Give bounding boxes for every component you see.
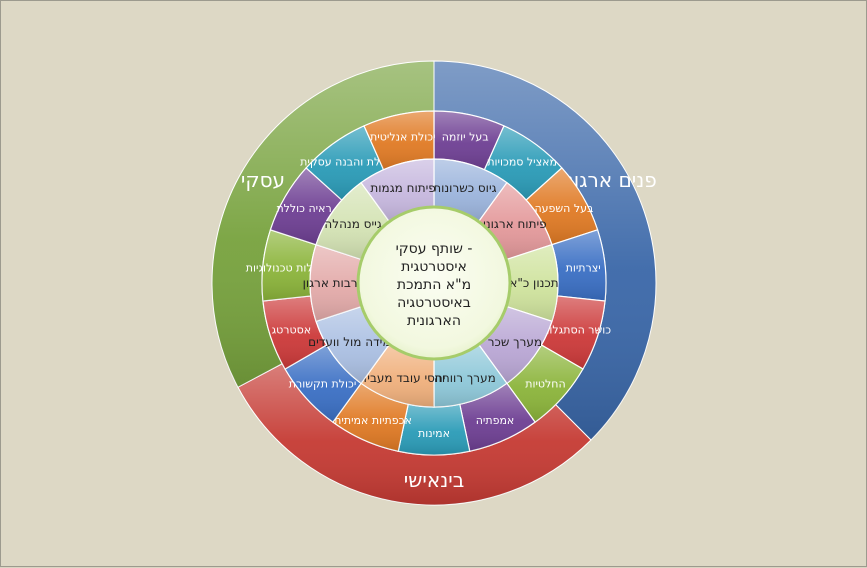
center-line-5: הארגונית bbox=[407, 313, 461, 329]
inner-sector-shine bbox=[506, 244, 559, 322]
inner-sector-shine bbox=[310, 244, 362, 322]
middle-sector-shine bbox=[398, 404, 470, 455]
center-line-4: באיסטרטגיה bbox=[397, 295, 471, 311]
outer-sector-shine bbox=[237, 363, 591, 506]
middle-sector-label: אסטרטג bbox=[272, 323, 312, 336]
center-line-3: מ"א התמכת bbox=[397, 277, 471, 293]
middle-sector-shine bbox=[541, 295, 606, 369]
middle-sector-label: יכולת אנליטית bbox=[370, 130, 436, 143]
middle-sector-shine bbox=[506, 345, 583, 423]
inner-sector-label: יחסי עובד מעביד bbox=[361, 371, 446, 385]
middle-sector-shine bbox=[364, 111, 434, 170]
middle-sector-shine bbox=[332, 383, 409, 452]
inner-sector-label: מערך שכר bbox=[488, 335, 542, 349]
inner-sector-label: פיתוח ארגוני bbox=[483, 217, 547, 231]
middle-sector-label: ראיה כוללת bbox=[276, 202, 331, 215]
middle-sector-label: יכולת והבנה עסקית bbox=[300, 156, 391, 169]
inner-sector-label: פיתוח מגמות bbox=[370, 181, 435, 195]
outer-sector-label: בינאישי bbox=[404, 468, 465, 492]
middle-ring: בעל יוזמה מאציל סמכויות בעל השפעה יצרתיות כו… bbox=[246, 110, 611, 456]
middle-sector-shine bbox=[262, 229, 317, 301]
middle-sector-shine bbox=[459, 383, 536, 452]
inner-sector-shine bbox=[434, 344, 507, 407]
middle-sector-shine bbox=[306, 125, 384, 201]
middle-sector-label: אכפתיות אמיתית bbox=[334, 414, 412, 427]
center-line-2: איסטרטגית bbox=[401, 259, 467, 275]
middle-sector-label: יכולת תקשורת bbox=[289, 377, 357, 390]
middle-sector-shine bbox=[551, 229, 606, 301]
center-circle bbox=[356, 205, 512, 361]
middle-sector-label: כושר הסתגלות bbox=[542, 323, 611, 336]
inner-sector-label: עמידה מול וועדים bbox=[308, 335, 398, 349]
outer-sector-label: עסקי bbox=[241, 168, 285, 192]
middle-sector-label: בעל השפעה bbox=[534, 202, 593, 215]
middle-sector-shine bbox=[285, 345, 362, 423]
outer-sector-shine bbox=[211, 61, 434, 388]
inner-ring: גיוס כשרונות פיתוח ארגוני תכנון כ"א מערך שכ… bbox=[303, 158, 559, 408]
inner-sector-label: תרבות ארגון bbox=[303, 276, 366, 290]
inner-sector-shine bbox=[434, 159, 507, 222]
outer-sector-shine bbox=[434, 61, 656, 440]
middle-sector-label: אמינות bbox=[418, 427, 450, 440]
inner-sector-shine bbox=[361, 344, 434, 407]
middle-sector-label: אמפתיה bbox=[476, 414, 515, 427]
inner-sector-label: גיוס כשרונות bbox=[433, 181, 496, 195]
center-line-1: שותף עסקי - bbox=[396, 241, 473, 257]
middle-sector-shine bbox=[262, 295, 327, 369]
middle-sector-shine bbox=[484, 125, 562, 201]
middle-sector-label: יצרתיות bbox=[566, 261, 601, 274]
inner-sector-label: גייס מנהלה bbox=[324, 217, 381, 231]
middle-sector-label: מאציל סמכויות bbox=[487, 156, 557, 169]
center-hub: שותף עסקי - איסטרטגית מ"א התמכת באיסטרטג… bbox=[356, 205, 512, 361]
inner-sector-label: תכנון כ"א bbox=[509, 276, 558, 290]
inner-sector-label: מערך רווחה bbox=[434, 371, 496, 385]
middle-sector-label: יכולות טכנולוגיות bbox=[246, 261, 324, 274]
inner-sector-shine bbox=[361, 159, 434, 222]
middle-sector-shine bbox=[434, 111, 504, 170]
middle-sector-label: בעל יוזמה bbox=[442, 130, 489, 143]
middle-sector-label: החלטיות bbox=[525, 377, 565, 390]
